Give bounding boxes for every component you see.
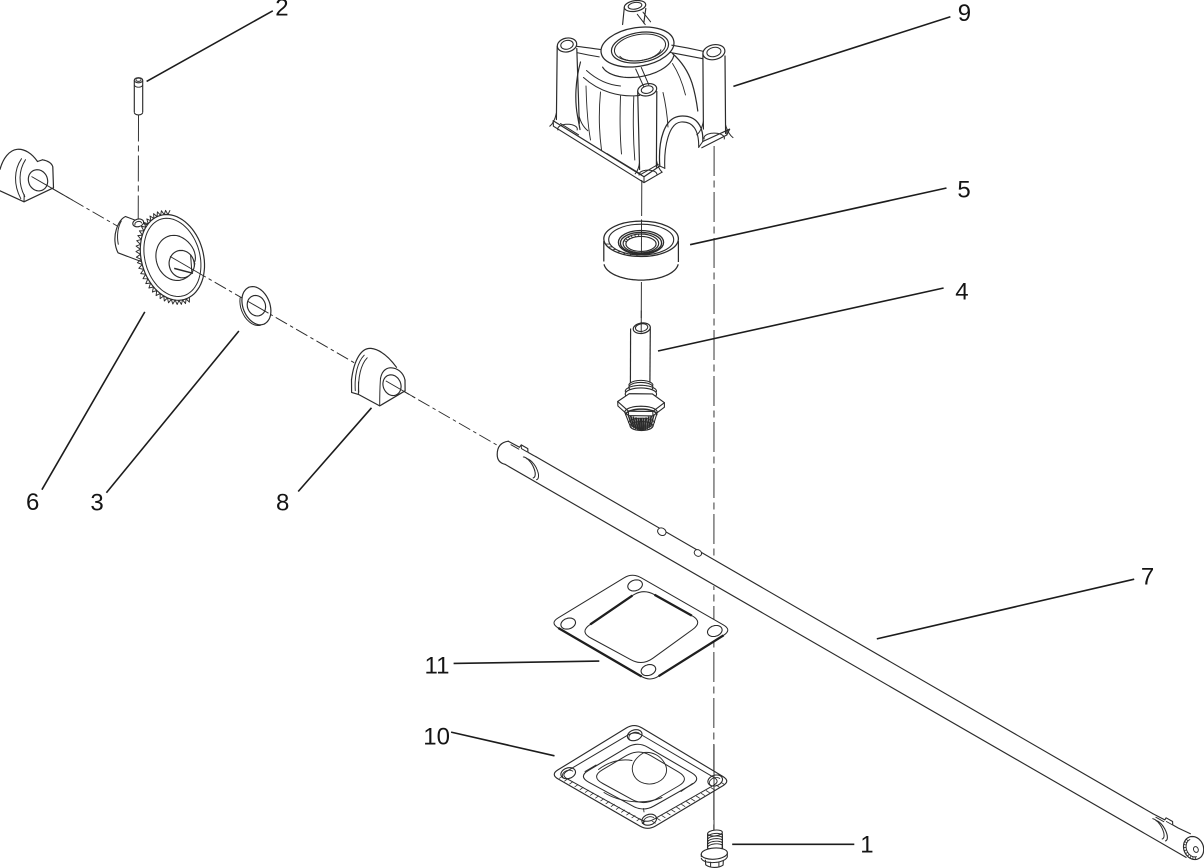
svg-text:11: 11 xyxy=(425,653,450,680)
svg-text:5: 5 xyxy=(957,176,970,203)
svg-text:10: 10 xyxy=(423,724,450,751)
svg-text:4: 4 xyxy=(955,278,968,305)
svg-text:1: 1 xyxy=(860,831,873,858)
svg-text:8: 8 xyxy=(276,489,289,516)
svg-text:9: 9 xyxy=(958,0,971,27)
svg-text:6: 6 xyxy=(26,489,39,516)
svg-text:7: 7 xyxy=(1141,563,1154,590)
svg-text:2: 2 xyxy=(275,0,288,22)
svg-text:3: 3 xyxy=(90,489,103,516)
